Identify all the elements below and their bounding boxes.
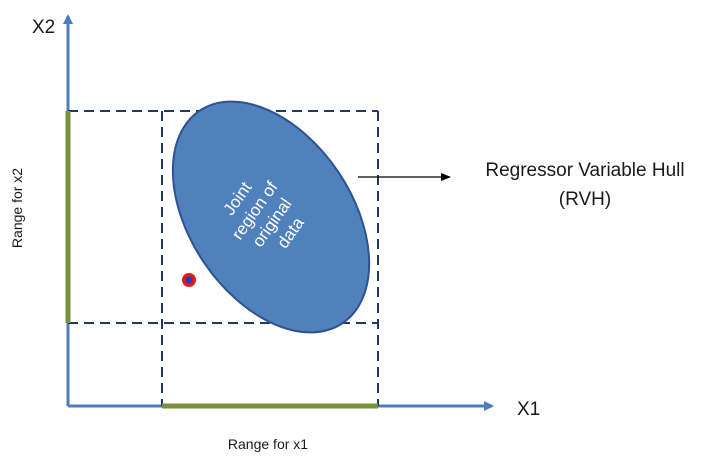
hull-abbreviation: (RVH) [559, 189, 611, 210]
x2-range-label: Range for x2 [9, 168, 25, 248]
x1-range-label: Range for x1 [228, 436, 308, 452]
joint-region-ellipse [171, 100, 371, 334]
x-axis-label: X1 [517, 399, 540, 420]
y-axis-label: X2 [32, 17, 55, 38]
new-point-inner [185, 276, 193, 284]
hull-title: Regressor Variable Hull [485, 160, 684, 181]
